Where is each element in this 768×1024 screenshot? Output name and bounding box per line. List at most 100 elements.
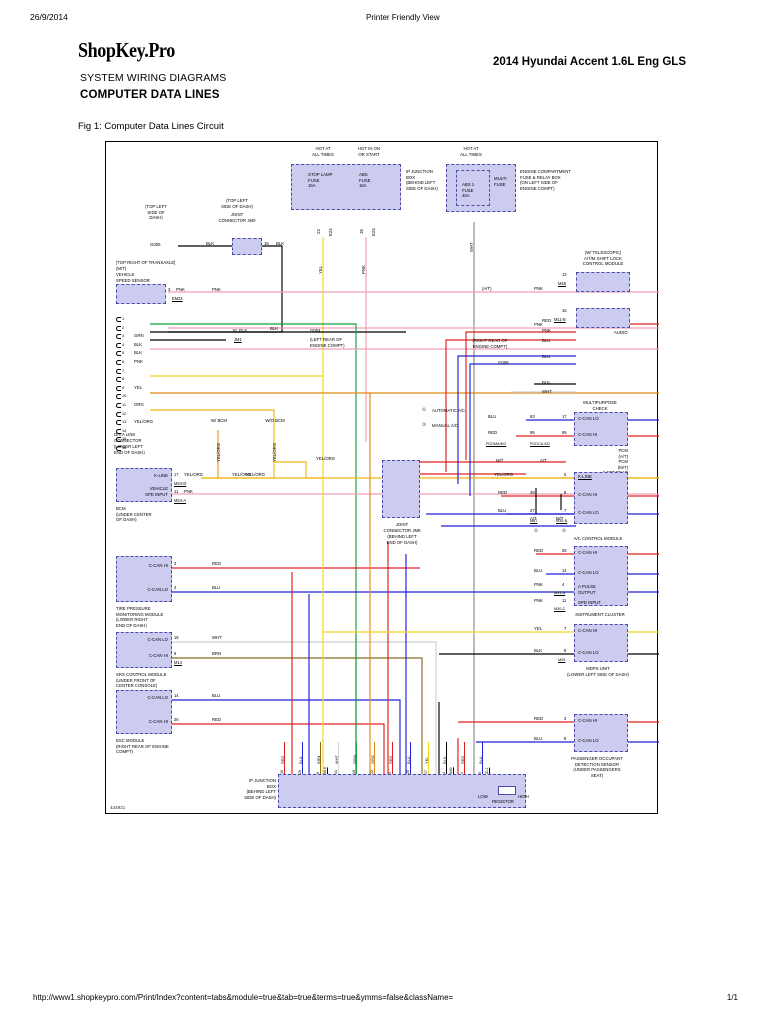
dlc-pin-number: 10 — [122, 393, 127, 399]
ac-ccanlo-label: C-CAN LO — [578, 510, 599, 515]
dlc-pin-terminal — [116, 437, 121, 443]
jc-wire-out: BLK — [276, 241, 285, 246]
dlc-pin-terminal — [116, 428, 121, 434]
dlc-pin-terminal — [116, 351, 121, 357]
ac-marker-2: ② — [562, 528, 566, 533]
joint-connector-jm8[interactable] — [382, 460, 420, 518]
ground-g004-location: (LEFT REAR OF ENGINE COMPT) — [310, 337, 345, 348]
legend-label-2: MANUAL A/C — [432, 423, 458, 428]
shift-lock-wire: PNK — [534, 286, 543, 291]
ipjb-pin-ref: M14 — [323, 767, 327, 774]
tpms-pin3-no: 3 — [174, 561, 177, 566]
ac-ccanhi-label: C-CAN HI — [578, 492, 598, 497]
ac-pin6-no: 6 — [564, 472, 567, 477]
tpms-module[interactable] — [116, 556, 172, 602]
tpms-pin4-label: C-CAN LO — [147, 587, 168, 592]
ipjb-wire-stub — [410, 742, 412, 774]
audio-wire: PNK — [534, 322, 543, 327]
tpms-name: TIRE PRESSURE MONITORING MODULE (LOWER R… — [116, 606, 164, 628]
vss-pin-no: 3 — [168, 287, 171, 292]
dlc-pin-terminal — [116, 411, 121, 417]
dlc-pin-terminal — [116, 403, 121, 408]
wiring-diagram: 434921 .w { fill:none; stroke-width:1.15… — [105, 141, 659, 814]
pcm-module[interactable] — [574, 412, 628, 446]
ac-blu-wire: BLU — [498, 508, 507, 513]
tpms-pin4-no: 4 — [174, 585, 177, 590]
abs1-fuse[interactable] — [456, 170, 490, 206]
joint-connector-jm0[interactable] — [232, 238, 262, 255]
bcm-branch-wire: YEL/ORG — [232, 472, 252, 477]
dlc-pin-number: 2 — [122, 324, 125, 330]
pods-ccanhi-label: C-CAN HI — [578, 718, 598, 723]
dlc-pin-wire: ORG — [134, 402, 144, 407]
pcm-blu-wire: BLU — [488, 414, 497, 419]
ac-control-module[interactable] — [574, 472, 628, 524]
esc-pin14-no: 14 — [174, 693, 179, 698]
stop-lamp-fuse-label: STOP LAMP FUSE 15A — [308, 172, 333, 188]
ac-ref-m67: M67 — [530, 519, 538, 523]
passenger-occupant-sensor-module[interactable] — [574, 714, 628, 752]
pcm-red-wire: RED — [488, 430, 498, 435]
abs-fuse-pin-in: 18 — [359, 229, 364, 234]
mdps-unit-module[interactable] — [574, 624, 628, 662]
audio-pin-no: 15 — [562, 308, 567, 313]
cluster-ccanlo-label: C-CAN LO — [578, 570, 599, 575]
w-bcm-wire: YEL/ORG — [216, 442, 221, 462]
esc-module[interactable] — [116, 690, 172, 734]
ipjb-pin-ref: M40 — [449, 767, 453, 774]
ip-junction-box-bottom-name: IP JUNCTION BOX (BEHIND LEFT SIDE OF DAS… — [244, 778, 276, 800]
dlc-pin-number: 4 — [122, 341, 125, 347]
dlc-pin-number: 6 — [122, 359, 125, 364]
bcm-kline-wire: YEL/ORG — [246, 472, 266, 477]
shift-lock-control-module[interactable] — [576, 272, 630, 292]
tpms-pin4-wire: BLU — [212, 585, 221, 590]
ac-marker-1: ① — [534, 528, 538, 533]
abs-fuse-pin-out: E24 — [371, 228, 376, 236]
mcc-connector-body[interactable] — [572, 314, 628, 400]
pcm-pin17-no: 17 — [562, 414, 567, 419]
bcm-pin17-ref: M24-D — [174, 481, 187, 486]
at-switch-label: A/T — [530, 516, 537, 521]
ip-junction-box-note: IP JUNCTION BOX (BEHIND LEFT SIDE OF DAS… — [406, 169, 438, 191]
cluster-pin4-no: 4 — [562, 582, 565, 587]
legend-label-1: AUTOMATIC A/C — [432, 408, 466, 413]
abs-fuse-label: ABS FUSE 15A — [359, 172, 371, 188]
dlc-location: (LOWER LEFT END OF DASH) — [114, 444, 145, 455]
ip-junction-fuse-box[interactable] — [291, 164, 401, 210]
jc-pin: 16 — [264, 241, 269, 246]
ipjb-wire-stub — [356, 742, 358, 774]
dlc-pin-number: 1 — [122, 316, 125, 321]
resistor-label: RESISTOR — [492, 799, 514, 804]
abs1-fuse-label: ABS 1 FUSE 40A — [462, 182, 475, 198]
bcm-module[interactable] — [116, 468, 172, 502]
cluster-pin25-no: 25 — [562, 548, 567, 553]
jc-wire-in: BLK — [206, 241, 215, 246]
bcm-out-wire: YEL/ORG — [316, 456, 336, 461]
mcc-pin2-wire: PNK — [542, 328, 551, 333]
dlc-pin-number: 16 — [122, 445, 127, 450]
mdps-ccanlo-label: C-CAN LO — [578, 650, 599, 655]
dlc-pin-number: 15 — [122, 436, 127, 442]
bcm-pin11-ref: M24-A — [174, 498, 187, 503]
esc-name: ESC MODULE (RIGHT REAR OF ENGINE COMPT) — [116, 738, 169, 754]
pods-pin8-no: 8 — [564, 736, 567, 741]
audio-module[interactable] — [576, 308, 630, 328]
bcm-pin11-no: 11 — [174, 489, 179, 494]
ground-g005-name: G005 — [150, 242, 161, 247]
ac-mid-27: 27 — [530, 508, 535, 513]
ip-junction-box-bottom[interactable] — [278, 774, 526, 808]
vss-wire-2: PNK — [212, 287, 221, 292]
pcm-ref-at: PCDCA-KD — [530, 442, 550, 446]
pcm-ref-mt: PCDMA/KG — [486, 442, 507, 446]
w-bcm-label: W/ BCM — [211, 418, 227, 423]
dlc-pin-wire: YEL/ORG — [134, 419, 154, 425]
joint-connector-jm8-name: JOINT CONNECTOR JM8 — [383, 522, 421, 533]
instrument-cluster-name: INSTRUMENT CLUSTER — [575, 612, 625, 617]
dlc-pin-number: 12 — [122, 410, 127, 416]
mcc-pin3-wire: BLU — [542, 338, 551, 343]
vehicle-speed-sensor[interactable] — [116, 284, 166, 304]
joint-connector-jm8-location: (BEHIND LEFT END OF DASH) — [386, 534, 418, 545]
srs-control-module[interactable] — [116, 632, 172, 668]
instrument-cluster-module[interactable] — [574, 546, 628, 606]
vss-location: [TOP RIGHT OF TRANSAXLE] (M/T) — [116, 260, 176, 271]
